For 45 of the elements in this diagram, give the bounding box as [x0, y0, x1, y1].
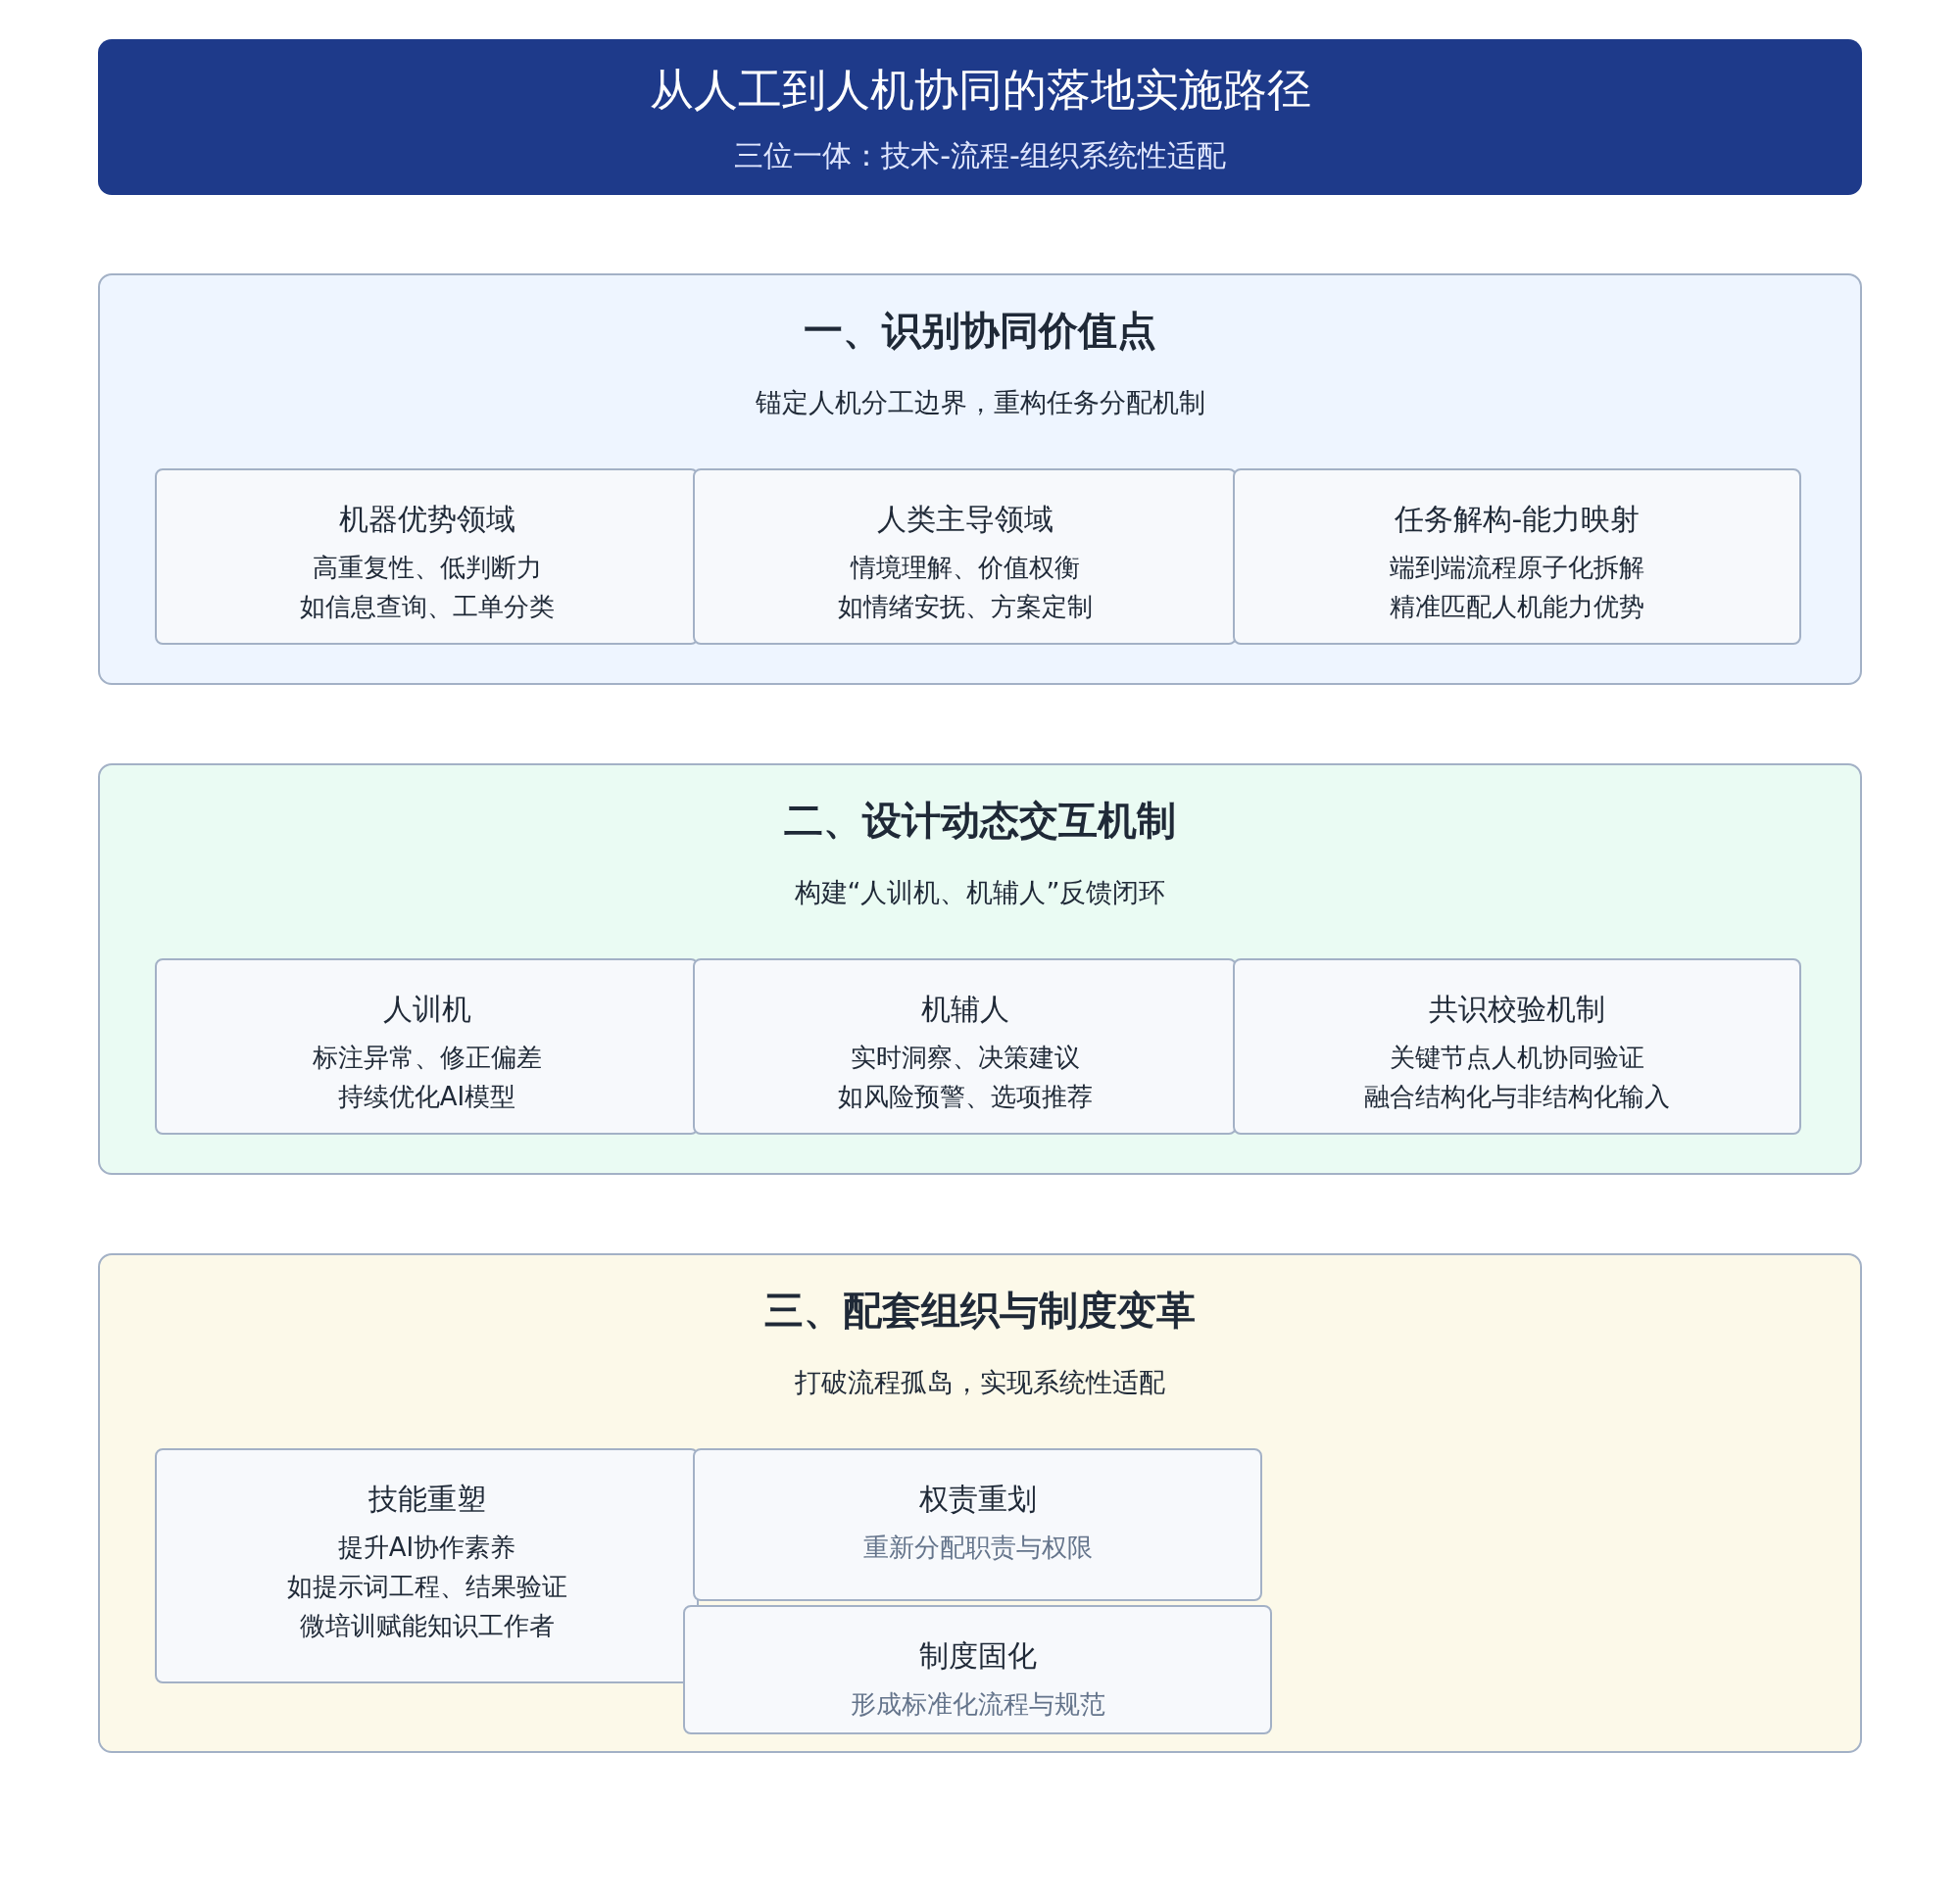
card-text: 融合结构化与非结构化输入 [1363, 1082, 1671, 1113]
card-heading: 任务解构-能力映射 [1393, 502, 1642, 537]
section-heading: 一、识别协同价值点 [803, 307, 1157, 354]
section-panel [98, 273, 1862, 685]
section-panel [98, 763, 1862, 1175]
card-heading: 人类主导领域 [875, 502, 1054, 537]
card-text: 实时洞察、决策建议 [849, 1043, 1081, 1074]
card-text: 端到端流程原子化拆解 [1389, 553, 1645, 584]
card-heading: 权责重划 [917, 1482, 1038, 1517]
card-heading: 人训机 [381, 992, 472, 1027]
card-text: 精准匹配人机能力优势 [1389, 592, 1645, 623]
section-subtitle: 构建“人训机、机辅人”反馈闭环 [793, 876, 1167, 909]
card-text: 微培训赋能知识工作者 [298, 1611, 556, 1642]
card-text: 重新分配职责与权限 [861, 1533, 1094, 1564]
card [693, 468, 1237, 645]
card-text: 如情绪安抚、方案定制 [836, 592, 1094, 623]
card-text: 情境理解、价值权衡 [849, 553, 1081, 584]
card [1233, 468, 1801, 645]
card-text: 持续优化AI模型 [336, 1082, 517, 1113]
card-heading: 制度固化 [917, 1638, 1038, 1674]
card-text: 关键节点人机协同验证 [1389, 1043, 1645, 1074]
card [155, 1448, 699, 1683]
card-text: 形成标准化流程与规范 [849, 1689, 1106, 1721]
card [683, 1605, 1272, 1734]
card-text: 标注异常、修正偏差 [311, 1043, 543, 1074]
card-text: 如提示词工程、结果验证 [285, 1572, 568, 1603]
card-text: 提升AI协作素养 [336, 1533, 517, 1564]
card-heading: 技能重塑 [367, 1482, 487, 1517]
card-text: 高重复性、低判断力 [311, 553, 543, 584]
section-panel [98, 1253, 1862, 1753]
header-banner [98, 39, 1862, 195]
card [693, 958, 1237, 1135]
section-heading: 二、设计动态交互机制 [783, 797, 1177, 844]
card-text: 如信息查询、工单分类 [298, 592, 556, 623]
card-text: 如风险预警、选项推荐 [836, 1082, 1094, 1113]
card [1233, 958, 1801, 1135]
card-heading: 机器优势领域 [337, 502, 516, 537]
card-heading: 共识校验机制 [1428, 992, 1606, 1027]
card-heading: 机辅人 [919, 992, 1010, 1027]
section-subtitle: 锚定人机分工边界，重构任务分配机制 [754, 386, 1206, 419]
subtitle: 三位一体：技术-流程-组织系统性适配 [733, 138, 1227, 173]
card [693, 1448, 1262, 1601]
title: 从人工到人机协同的落地实施路径 [648, 64, 1312, 117]
section-subtitle: 打破流程孤岛，实现系统性适配 [794, 1366, 1166, 1399]
section-heading: 三、配套组织与制度变革 [763, 1287, 1197, 1334]
